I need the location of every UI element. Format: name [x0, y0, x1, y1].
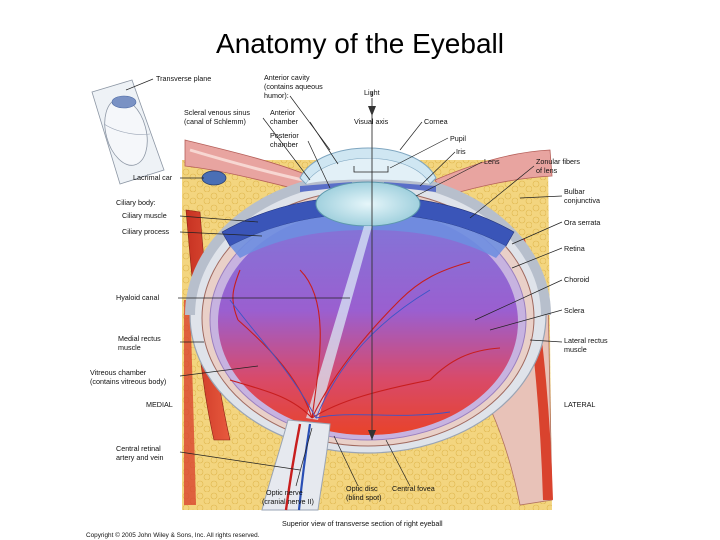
label-lateral: LATERAL [564, 400, 595, 409]
label-sclera: Sclera [564, 306, 584, 315]
label-central-fovea: Central fovea [392, 484, 435, 493]
label-pupil: Pupil [450, 134, 466, 143]
lens [315, 181, 421, 227]
label-central-retinal-2: artery and vein [116, 453, 164, 462]
optic-nerve [261, 419, 331, 511]
pupil-bracket [353, 166, 389, 173]
label-light: Light [364, 88, 380, 97]
label-scleral-venous-sinus-2: (canal of Schlemm) [184, 117, 246, 126]
label-anterior-cavity-2: (contains aqueous [264, 82, 323, 91]
label-medial-rectus-2: muscle [118, 343, 141, 352]
label-zonular-fibers: Zonular fibers [536, 157, 580, 166]
label-bulbar-conjunctiva: Bulbar [564, 187, 585, 196]
label-visual-axis: Visual axis [354, 117, 389, 126]
label-anterior-cavity: Anterior cavity [264, 73, 310, 82]
label-optic-disc-2: (blind spot) [346, 493, 382, 502]
leader-lines [125, 78, 563, 487]
label-vitreous-chamber: Vitreous chamber [90, 368, 147, 377]
hyaloid-canal [306, 226, 372, 420]
label-lens: Lens [484, 157, 500, 166]
label-optic-nerve-2: (cranial nerve II) [262, 497, 314, 506]
label-ciliary-muscle: Ciliary muscle [122, 211, 167, 220]
label-medial-rectus: Medial rectus [118, 334, 161, 343]
slide-title: Anatomy of the Eyeball [216, 28, 504, 59]
label-transverse-plane: Transverse plane [156, 74, 211, 83]
label-lateral-rectus-2: muscle [564, 345, 587, 354]
label-bulbar-conjunctiva-2: conjunctiva [564, 196, 600, 205]
label-choroid: Choroid [564, 275, 589, 284]
eyelids [184, 139, 553, 197]
label-hyaloid-canal: Hyaloid canal [116, 293, 160, 302]
label-optic-disc: Optic disc [346, 484, 378, 493]
label-scleral-venous-sinus: Scleral venous sinus [184, 108, 250, 117]
label-ciliary-body: Ciliary body: [116, 198, 156, 207]
label-ora-serrata: Ora serrata [564, 218, 600, 227]
label-anterior-cavity-3: humor): [264, 91, 289, 100]
label-vitreous-chamber-2: (contains vitreous body) [90, 377, 166, 386]
label-anterior-chamber-2: chamber [270, 117, 299, 126]
label-posterior-chamber: Posterior [270, 131, 299, 140]
label-zonular-fibers-2: of lens [536, 166, 558, 175]
label-lateral-rectus: Lateral rectus [564, 336, 608, 345]
transverse-plane-inset [91, 79, 165, 185]
label-posterior-chamber-2: chamber [270, 140, 299, 149]
label-optic-nerve: Optic nerve [266, 488, 303, 497]
label-iris: Iris [456, 147, 466, 156]
retinal-vessels [229, 261, 501, 419]
label-ciliary-process: Ciliary process [122, 227, 170, 236]
label-lacrimal-caruncle: Lacrimal car [133, 173, 173, 182]
label-retina: Retina [564, 244, 585, 253]
copyright-notice: Copyright © 2005 John Wiley & Sons, Inc.… [86, 531, 260, 539]
label-cornea: Cornea [424, 117, 448, 126]
label-central-retinal: Central retinal [116, 444, 161, 453]
anterior-chamber [306, 158, 430, 184]
iris [300, 182, 436, 192]
label-medial: MEDIAL [146, 400, 173, 409]
visual-axis [368, 98, 376, 440]
label-anterior-chamber: Anterior [270, 108, 296, 117]
diagram-caption: Superior view of transverse section of r… [282, 519, 443, 528]
retinal-veins [229, 289, 451, 419]
lacrimal-caruncle [201, 170, 227, 186]
